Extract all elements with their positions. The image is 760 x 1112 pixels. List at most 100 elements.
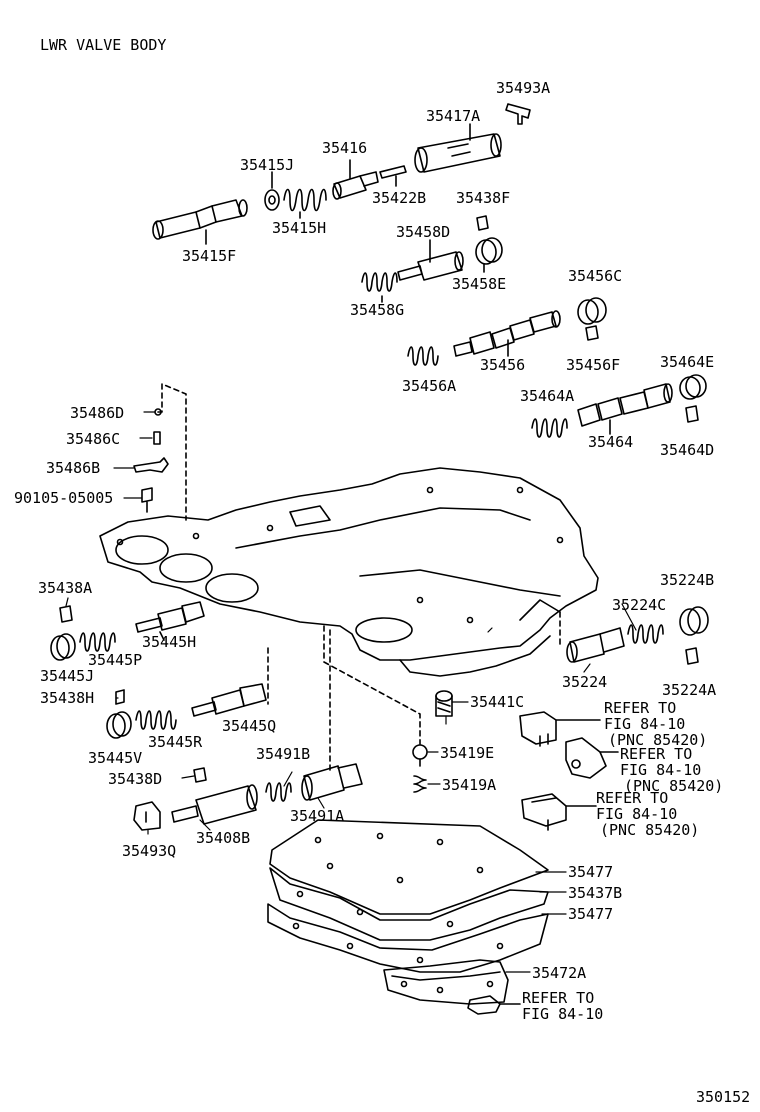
valve-35408b — [171, 784, 258, 825]
reference-3-line-1: REFER TO — [596, 789, 669, 807]
valve-35456 — [453, 310, 561, 357]
valve-35445h — [135, 601, 205, 633]
spring-35224c — [627, 624, 664, 644]
sleeve-35456c — [577, 297, 607, 325]
part-label-35224c: 35224C — [612, 596, 667, 614]
part-label-35472a: 35472A — [532, 964, 587, 982]
reference-2-line-2: FIG 84-10 — [620, 761, 702, 779]
sleeve-35464e — [679, 374, 707, 400]
part-label-35438f: 35438F — [456, 189, 511, 207]
reference-4-line-2: FIG 84-10 — [522, 1005, 604, 1023]
part-label-35464d: 35464D — [660, 441, 715, 459]
reference-2-line-1: REFER TO — [620, 745, 693, 763]
part-label-35456f: 35456F — [566, 356, 621, 374]
reference-note-1: REFER TO FIG 84-10 (PNC 85420) — [604, 700, 707, 748]
part-label-35458d: 35458D — [396, 223, 451, 241]
part-label-35491a: 35491A — [290, 807, 345, 825]
leader-lines — [65, 411, 637, 973]
reference-1-line-3: (PNC 85420) — [608, 731, 708, 749]
valve-35458d — [397, 251, 464, 281]
part-label-35486b: 35486B — [46, 459, 101, 477]
part-label-90105-05005: 90105-05005 — [14, 489, 114, 507]
reference-4-line-1: REFER TO — [522, 989, 595, 1007]
part-label-35456: 35456 — [480, 356, 526, 374]
part-label-35477-upper: 35477 — [568, 863, 614, 881]
solenoid-ref-1 — [519, 711, 601, 747]
reference-3-line-3: (PNC 85420) — [600, 821, 700, 839]
reference-2-line-3: (PNC 85420) — [624, 777, 724, 795]
part-label-35464a: 35464A — [520, 387, 575, 405]
part-label-35422b: 35422B — [372, 189, 427, 207]
part-label-35464e: 35464E — [660, 353, 715, 371]
spring-35445p — [79, 632, 116, 652]
spring-35456a — [407, 346, 439, 366]
plate-35477-lower — [267, 903, 549, 973]
part-label-35464: 35464 — [588, 433, 634, 451]
part-label-35456a: 35456A — [402, 377, 457, 395]
plug-35438a — [59, 605, 73, 623]
part-label-35415f: 35415F — [182, 247, 237, 265]
spring-35419a — [413, 775, 427, 793]
sleeve-35417a — [414, 133, 502, 173]
part-label-35458e: 35458E — [452, 275, 507, 293]
part-label-35437b: 35437B — [568, 884, 623, 902]
part-label-35486c: 35486C — [66, 430, 121, 448]
lower-valve-body — [99, 467, 599, 677]
plug-35224a — [685, 647, 699, 665]
part-label-35224: 35224 — [562, 673, 608, 691]
leader-dashed-1 — [157, 383, 187, 521]
valve-35445q — [191, 683, 267, 717]
part-label-35416: 35416 — [322, 139, 368, 157]
sleeve-35224b — [679, 606, 709, 636]
part-label-35445r: 35445R — [148, 733, 203, 751]
spring-35458g — [361, 272, 398, 292]
solenoid-ref-2 — [565, 737, 619, 779]
ball-35419e — [412, 744, 428, 767]
sleeve-35445j — [50, 633, 76, 661]
part-label-35438h: 35438H — [40, 689, 95, 707]
clip-35493a — [505, 103, 531, 125]
part-label-35419a: 35419A — [442, 776, 497, 794]
solenoid-ref-4 — [467, 995, 521, 1015]
check-ball-35441c — [435, 690, 453, 717]
plunger-35416 — [332, 171, 379, 200]
reference-note-4: REFER TO FIG 84-10 — [522, 990, 603, 1022]
spring-35491b — [265, 782, 292, 802]
reference-1-line-2: FIG 84-10 — [604, 715, 686, 733]
part-label-35438a: 35438A — [38, 579, 93, 597]
part-label-35224b: 35224B — [660, 571, 715, 589]
clip-35493q — [133, 801, 161, 831]
part-label-35493q: 35493Q — [122, 842, 177, 860]
spring-35445r — [135, 710, 177, 730]
part-label-35445j: 35445J — [40, 667, 95, 685]
part-label-35477-lower: 35477 — [568, 905, 614, 923]
reference-note-3: REFER TO FIG 84-10 (PNC 85420) — [596, 790, 699, 838]
plug-35438h — [115, 689, 125, 705]
part-label-35445q: 35445Q — [222, 717, 277, 735]
part-label-35419e: 35419E — [440, 744, 495, 762]
reference-1-line-1: REFER TO — [604, 699, 677, 717]
valve-35224 — [566, 627, 625, 663]
part-label-35441c: 35441C — [470, 693, 525, 711]
cover-35472a — [383, 959, 509, 1005]
part-label-35415j: 35415J — [240, 156, 295, 174]
part-label-35456c: 35456C — [568, 267, 623, 285]
part-label-35491b: 35491B — [256, 745, 311, 763]
part-label-35224a: 35224A — [662, 681, 717, 699]
reference-note-2: REFER TO FIG 84-10 (PNC 85420) — [620, 746, 723, 794]
part-label-35445h: 35445H — [142, 633, 197, 651]
bolt-90105 — [141, 487, 153, 513]
sleeve-35458e — [475, 237, 503, 265]
diagram-title: LWR VALVE BODY — [40, 36, 167, 54]
part-label-35493a: 35493A — [496, 79, 551, 97]
spring-35415h — [283, 188, 327, 212]
part-label-35458g: 35458G — [350, 301, 405, 319]
leader-dashed-3 — [323, 625, 421, 745]
plug-35464d — [685, 405, 699, 423]
plate-35477-upper — [269, 819, 549, 915]
washer-35415j — [264, 189, 280, 211]
solenoid-ref-3 — [521, 793, 597, 831]
valve-35464 — [577, 383, 673, 427]
